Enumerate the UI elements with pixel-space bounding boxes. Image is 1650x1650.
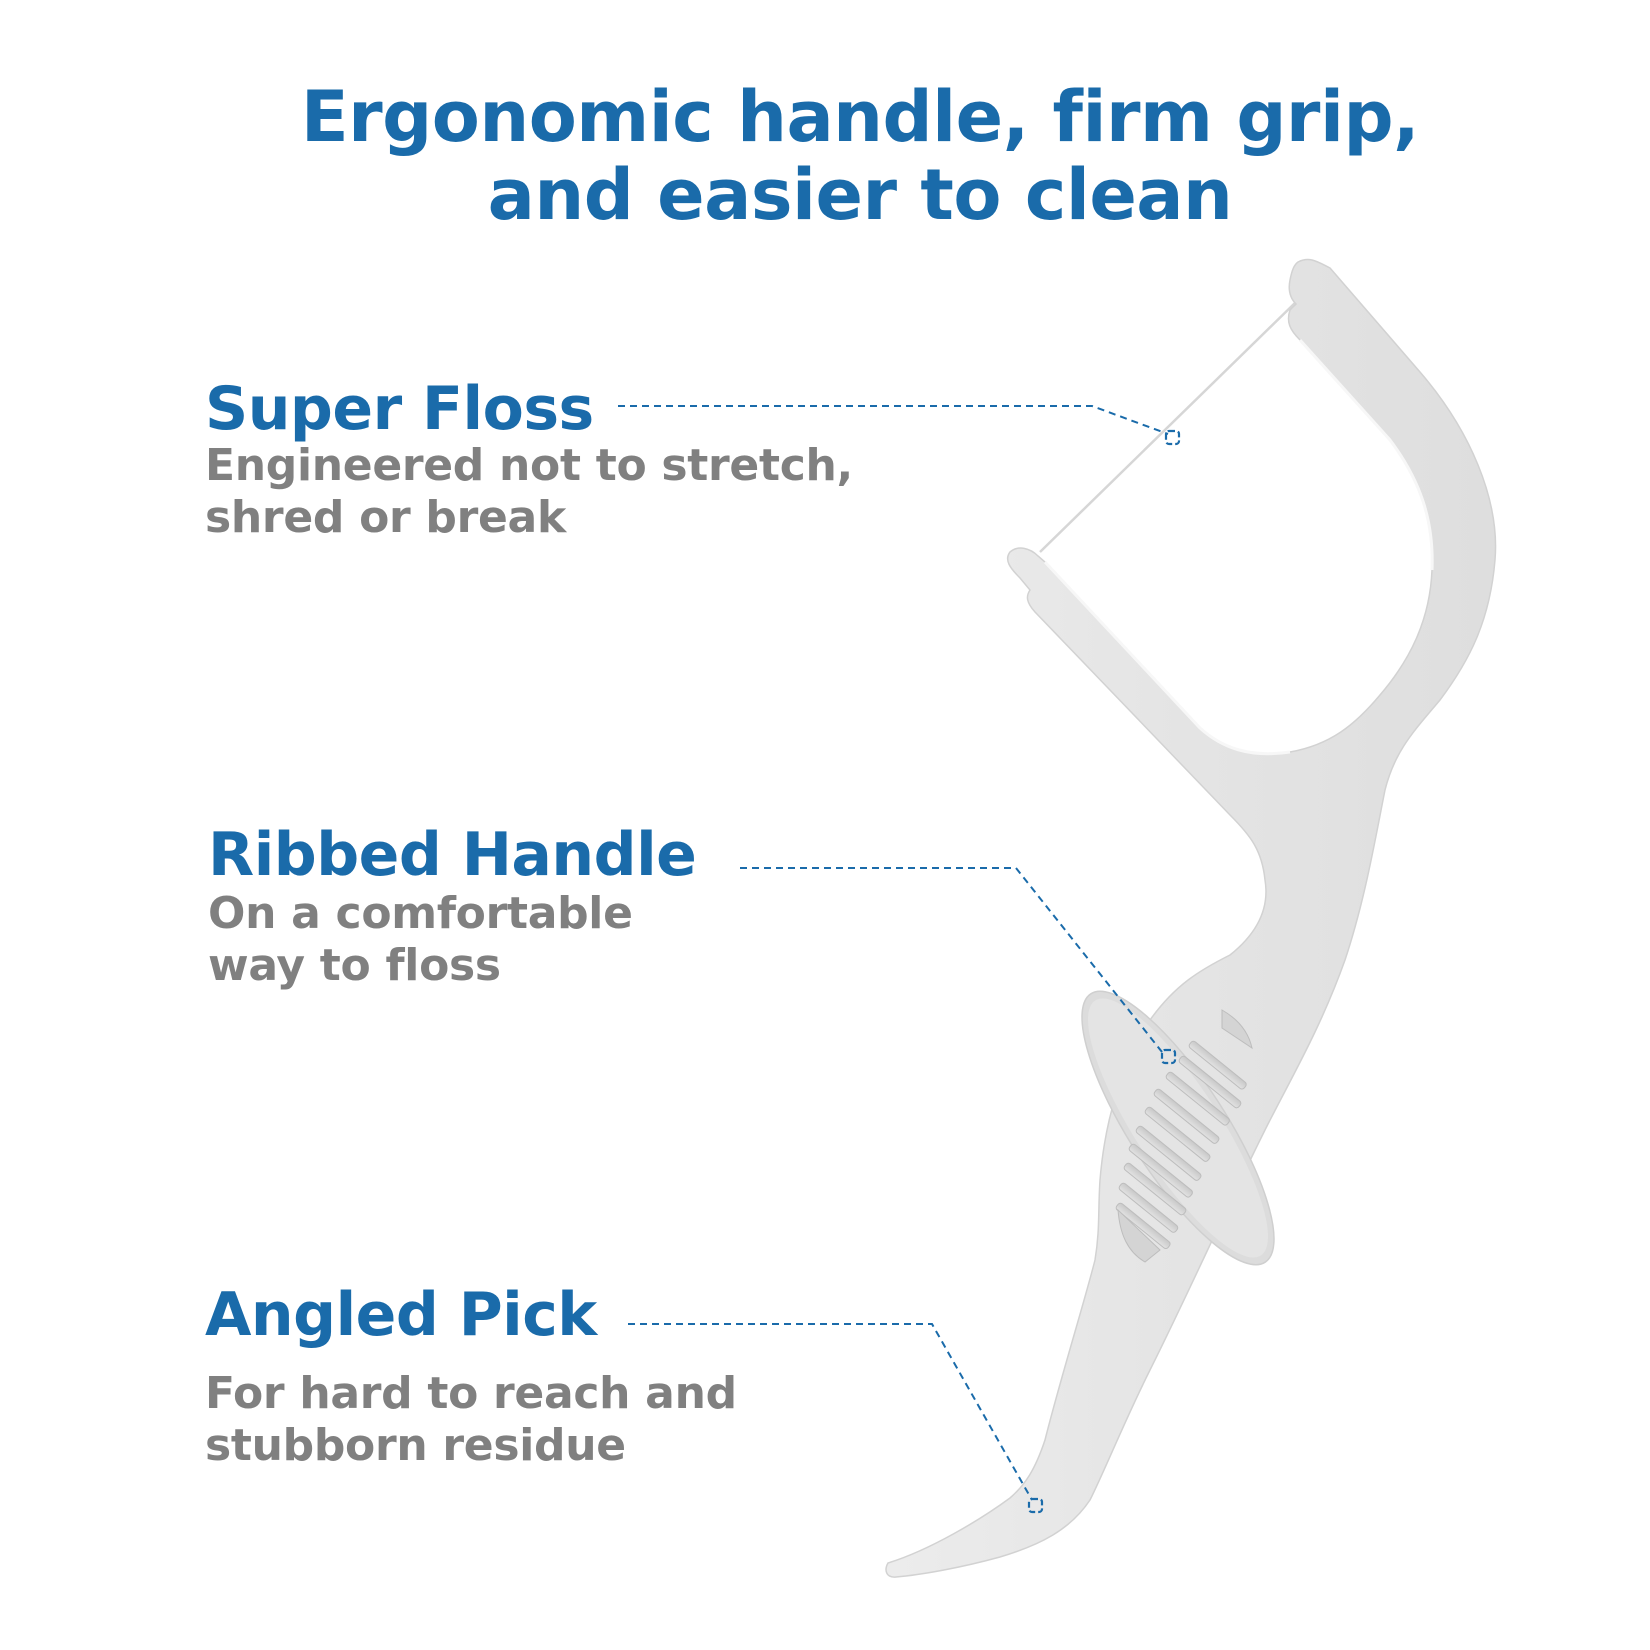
body-highlight-upper bbox=[1298, 338, 1434, 571]
feature-description-line: way to floss bbox=[208, 940, 501, 991]
feature-description: For hard to reach and stubborn residue bbox=[205, 1368, 737, 1472]
callout-marker-angled-pick bbox=[1027, 1497, 1044, 1514]
callout-marker-ribbed-handle bbox=[1160, 1048, 1177, 1065]
floss-string bbox=[1039, 301, 1297, 553]
callout-line-ribbed-handle bbox=[740, 867, 1163, 1053]
floss-pick-body bbox=[885, 258, 1497, 1578]
headline-line-1: Ergonomic handle, firm grip, bbox=[300, 76, 1420, 158]
callout-marker-super-floss bbox=[1164, 429, 1181, 446]
feature-title: Super Floss bbox=[205, 374, 594, 444]
feature-description: Engineered not to stretch, shred or brea… bbox=[205, 440, 853, 544]
feature-description-line: For hard to reach and bbox=[205, 1368, 737, 1419]
feature-ribbed-handle: Ribbed Handle On a comfortable way to fl… bbox=[208, 820, 697, 992]
headline-line-2: and easier to clean bbox=[487, 154, 1233, 236]
body-highlight bbox=[1043, 560, 1291, 756]
page-headline: Ergonomic handle, firm grip, and easier … bbox=[0, 78, 1650, 234]
feature-angled-pick: Angled Pick For hard to reach and stubbo… bbox=[205, 1282, 737, 1472]
feature-super-floss: Super Floss Engineered not to stretch, s… bbox=[205, 376, 853, 544]
grip-ribs bbox=[1115, 1009, 1253, 1263]
callout-line-angled-pick bbox=[628, 1323, 1033, 1501]
feature-description-line: stubborn residue bbox=[205, 1420, 626, 1471]
callout-line-super-floss bbox=[618, 405, 1169, 435]
feature-description-line: On a comfortable bbox=[208, 888, 633, 939]
feature-title: Angled Pick bbox=[205, 1280, 597, 1350]
feature-description: On a comfortable way to floss bbox=[208, 888, 696, 992]
feature-description-line: Engineered not to stretch, bbox=[205, 440, 853, 491]
feature-description-line: shred or break bbox=[205, 492, 566, 543]
feature-title: Ribbed Handle bbox=[208, 820, 697, 890]
